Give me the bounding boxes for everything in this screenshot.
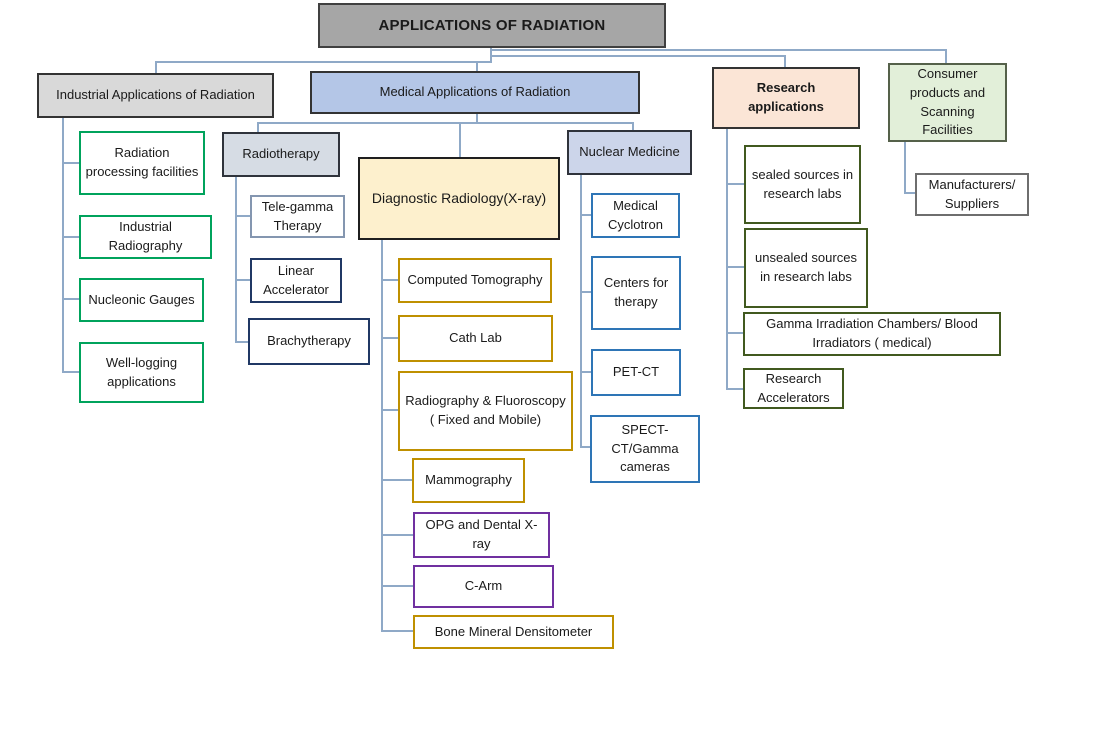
connector-line [381, 630, 413, 632]
node-industrial-radiography: Industrial Radiography [79, 215, 212, 259]
connector-line [257, 122, 259, 132]
node-pet-ct: PET-CT [591, 349, 681, 396]
connector-line [381, 585, 413, 587]
connector-line [155, 61, 492, 63]
connector-line [62, 236, 80, 238]
connector-line [726, 266, 744, 268]
node-cath-lab: Cath Lab [398, 315, 553, 362]
connector-line [62, 298, 80, 300]
connector-line [381, 279, 398, 281]
connector-line [459, 122, 461, 158]
connector-line [904, 192, 915, 194]
connector-line [726, 388, 743, 390]
connector-line [381, 479, 412, 481]
node-centers-for-therapy: Centers for therapy [591, 256, 681, 330]
connector-line [580, 214, 591, 216]
node-medical-cyclotron: Medical Cyclotron [591, 193, 680, 238]
node-radiotherapy: Radiotherapy [222, 132, 340, 177]
connector-line [784, 55, 786, 68]
node-bone-mineral-densitometer: Bone Mineral Densitometer [413, 615, 614, 649]
connector-line [381, 409, 398, 411]
connector-line [945, 49, 947, 64]
connector-line [726, 183, 744, 185]
connector-line [235, 215, 250, 217]
node-unsealed-sources-research-labs: unsealed sources in research labs [744, 228, 868, 308]
connector-line [62, 162, 80, 164]
connector-line [381, 534, 413, 536]
connector-line [580, 175, 582, 447]
node-computed-tomography: Computed Tomography [398, 258, 552, 303]
node-brachytherapy: Brachytherapy [248, 318, 370, 365]
connector-line [490, 55, 786, 57]
node-nucleonic-gauges: Nucleonic Gauges [79, 278, 204, 322]
connector-line [235, 279, 250, 281]
node-radiography-fluoroscopy: Radiography & Fluoroscopy ( Fixed and Mo… [398, 371, 573, 451]
node-c-arm: C-Arm [413, 565, 554, 608]
node-diagnostic-radiology: Diagnostic Radiology(X-ray) [358, 157, 560, 240]
node-research-accelerators: Research Accelerators [743, 368, 844, 409]
node-applications-of-radiation: APPLICATIONS OF RADIATION [318, 3, 666, 48]
connector-line [62, 371, 80, 373]
connector-line [476, 113, 478, 124]
connector-line [62, 117, 64, 373]
connector-line [632, 122, 634, 132]
node-nuclear-medicine: Nuclear Medicine [567, 130, 692, 175]
node-opg-dental-xray: OPG and Dental X-ray [413, 512, 550, 558]
connector-line [580, 371, 591, 373]
node-sealed-sources-research-labs: sealed sources in research labs [744, 145, 861, 224]
connector-line [726, 332, 743, 334]
node-mammography: Mammography [412, 458, 525, 503]
node-tele-gamma-therapy: Tele-gamma Therapy [250, 195, 345, 238]
connector-line [580, 291, 591, 293]
connector-line [235, 341, 248, 343]
connector-line [155, 61, 157, 73]
node-spect-ct-gamma-cameras: SPECT-CT/Gamma cameras [590, 415, 700, 483]
node-medical-applications: Medical Applications of Radiation [310, 71, 640, 114]
connector-line [381, 337, 398, 339]
connector-line [235, 177, 237, 343]
node-consumer-products-scanning: Consumer products and Scanning Facilitie… [888, 63, 1007, 142]
node-industrial-applications: Industrial Applications of Radiation [37, 73, 274, 118]
node-linear-accelerator: Linear Accelerator [250, 258, 342, 303]
node-well-logging-applications: Well-logging applications [79, 342, 204, 403]
connector-line [726, 129, 728, 390]
connector-line [257, 122, 634, 124]
node-manufacturers-suppliers: Manufacturers/ Suppliers [915, 173, 1029, 216]
node-radiation-processing-facilities: Radiation processing facilities [79, 131, 205, 195]
connector-line [381, 240, 383, 631]
node-gamma-irradiation-chambers: Gamma Irradiation Chambers/ Blood Irradi… [743, 312, 1001, 356]
connector-line [490, 49, 947, 51]
connector-line [904, 142, 906, 194]
node-research-applications: Research applications [712, 67, 860, 129]
connector-line [476, 61, 478, 73]
connector-line [580, 446, 590, 448]
